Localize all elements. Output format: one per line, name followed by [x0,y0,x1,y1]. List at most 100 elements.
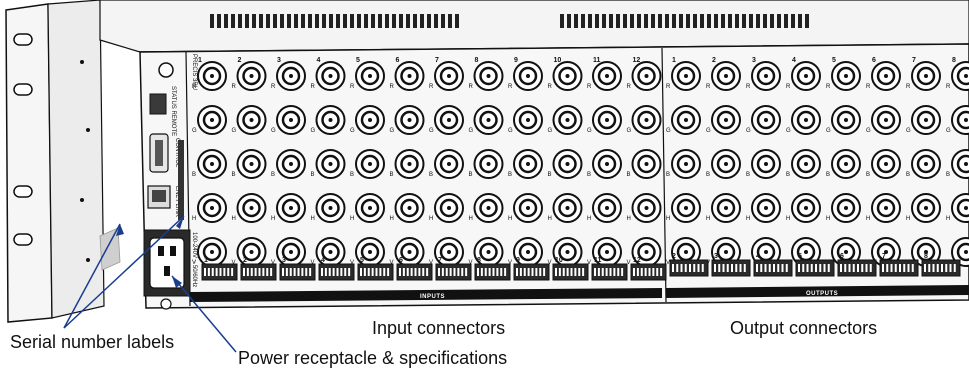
terminal-pin [375,268,378,276]
bnc-row-label: B [508,172,512,178]
terminal-pin [857,264,859,272]
bnc-row-label: G [627,128,632,134]
bnc-row-label: B [906,172,910,178]
power-receptacle-callout: Power receptacle & specifications [238,348,507,368]
terminal-pin [449,268,452,276]
terminal-pin [543,268,546,276]
bnc-pin [328,162,333,166]
bnc-pin [526,206,530,210]
bnc-row-label: H [508,216,512,222]
vent-slot [217,14,221,28]
bnc-row-label: R [587,84,592,90]
terminal-pin [810,264,813,272]
bnc-pin [486,118,491,122]
vent-slot [700,14,704,28]
bnc-pin [644,74,649,78]
vent-slot [581,14,585,28]
bnc-pin [644,206,649,210]
terminal-pin [371,268,374,276]
input-terminal-number: 5 [360,257,364,264]
bnc-pin [368,118,372,122]
terminal-pin [480,268,483,276]
output-terminal-number: 8 [924,253,928,260]
terminal-pin [422,268,425,276]
bnc-pin [804,118,808,122]
vent-slot [574,14,578,28]
output-terminal-number: 2 [672,253,676,260]
vent-slot [728,14,732,28]
bnc-pin [249,162,254,166]
vent-slot [231,14,235,28]
vent-slot [665,14,669,28]
bnc-pin [328,250,333,254]
input-number: 2 [238,57,242,64]
vent-slot [308,14,312,28]
vent-slot [637,14,641,28]
bnc-pin [884,206,888,210]
terminal-pin [328,268,331,276]
output-number: 2 [712,57,716,64]
bnc-row-label: B [311,172,315,178]
rack-slot [13,83,33,96]
bnc-row-label: B [429,172,433,178]
bnc-row-label: G [508,128,513,134]
bnc-pin [764,162,768,166]
bnc-pin [526,74,530,78]
bnc-pin [684,250,688,254]
terminal-pin [743,264,746,272]
terminal-pin [246,268,249,276]
terminal-pin [689,264,691,272]
terminal-pin [899,264,901,272]
terminal-pin [781,264,784,272]
bnc-row-label: H [826,216,830,222]
terminal-pin [465,268,468,276]
terminal-pin [457,268,460,276]
bnc-row-label: G [746,128,751,134]
terminal-pin [266,268,269,276]
vent-slot [721,14,725,28]
bnc-row-label: R [866,84,871,90]
terminal-pin [731,264,733,272]
bnc-row-label: H [627,216,631,222]
terminal-pin [932,264,935,272]
bnc-pin [764,206,768,210]
terminal-pin [367,268,370,276]
bnc-row-label: G [587,128,592,134]
bnc-pin [249,118,254,122]
bnc-row-label: G [271,128,276,134]
input-terminal-number: 8 [477,257,481,264]
terminal-pin [231,268,234,276]
terminal-pin [633,268,635,276]
terminal-pin [693,264,696,272]
terminal-pin [441,268,444,276]
bnc-socket [956,242,969,262]
vent-slot [441,14,445,28]
vent-slot [343,14,347,28]
bnc-pin [486,250,491,254]
vent-slot [350,14,354,28]
bnc-pin [328,118,333,122]
bnc-pin [368,162,372,166]
terminal-pin [504,268,507,276]
output-terminal-number: 6 [840,253,844,260]
output-number: 3 [752,57,756,64]
bnc-pin [724,206,728,210]
terminal-pin [911,264,914,272]
terminal-pin [597,268,600,276]
input-terminal-number: 2 [243,257,247,264]
bnc-row-label: V [429,260,433,266]
terminal-pin [844,264,847,272]
terminal-pin [903,264,906,272]
input-number: 10 [554,57,562,64]
terminal-pin [414,268,417,276]
input-terminal-number: 9 [516,257,520,264]
terminal-pin [852,264,855,272]
vent-slot [623,14,627,28]
bnc-row-label: B [587,172,591,178]
bnc-socket [956,110,969,130]
bnc-pin [764,250,768,254]
inputs-bar-label: INPUTS [420,294,445,300]
vent-slot [735,14,739,28]
